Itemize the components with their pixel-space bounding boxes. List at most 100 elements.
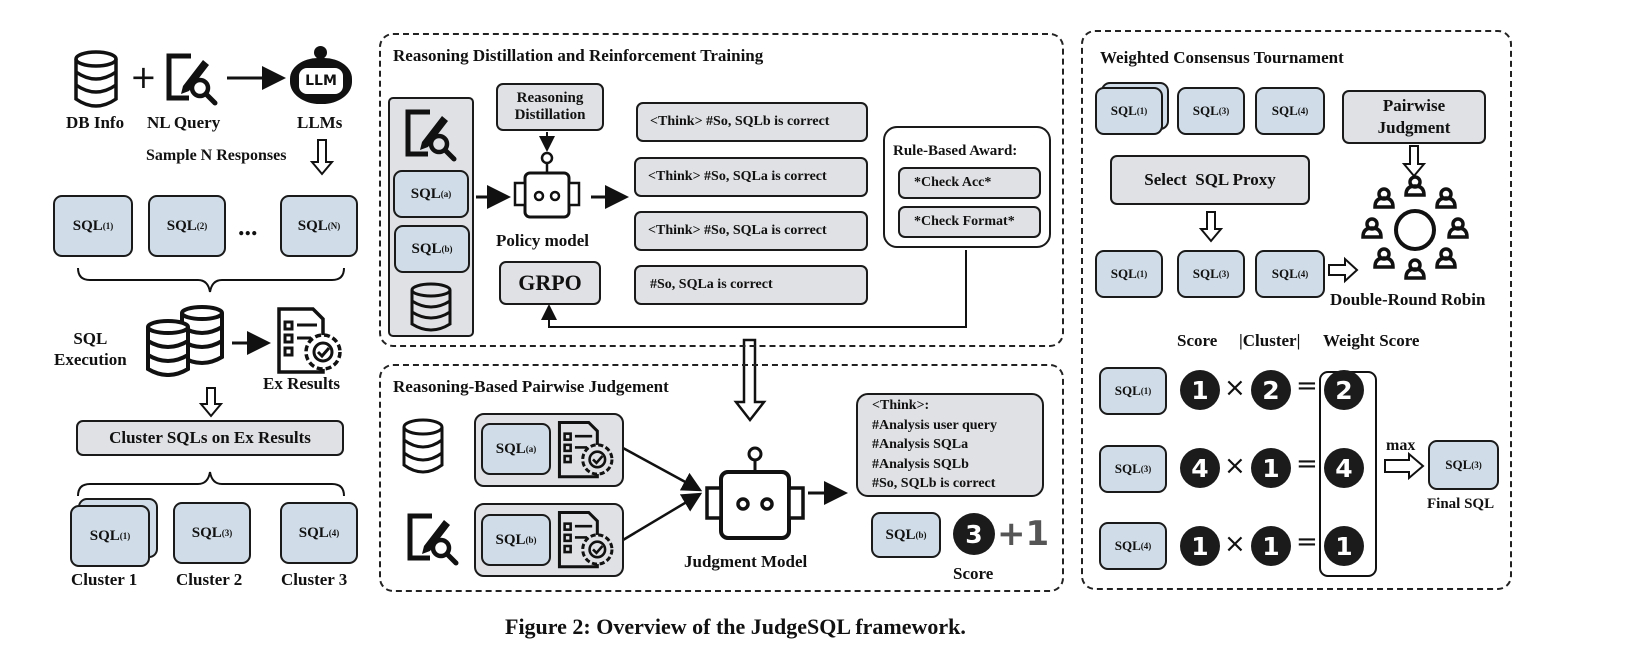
- equals-sign: =: [1296, 449, 1318, 479]
- training-output-1: <Think> #So, SQLb is correct: [636, 102, 868, 142]
- training-title: Reasoning Distillation and Reinforcement…: [393, 46, 764, 65]
- figure-caption: Figure 2: Overview of the JudgeSQL frame…: [505, 614, 966, 639]
- cluster-1-label: Cluster 1: [71, 570, 138, 589]
- think-line: #So, SQLb is correct: [872, 476, 996, 492]
- weight-score-circle: 1: [1324, 526, 1364, 566]
- brace-clusters: [77, 471, 345, 497]
- query-search-icon: [405, 109, 457, 162]
- score-value-circle: 1: [1180, 370, 1220, 410]
- nl-query-label: NL Query: [147, 113, 221, 132]
- judgement-title: Reasoning-Based Pairwise Judgement: [393, 377, 669, 396]
- times-sign: ×: [1224, 529, 1246, 559]
- select-proxy-box[interactable]: Select SQL Proxy: [1110, 155, 1310, 205]
- col-cluster-header: |Cluster|: [1239, 331, 1301, 350]
- cluster-1-sql[interactable]: SQL(1): [70, 505, 150, 567]
- pair-sql-a[interactable]: SQL(a): [481, 423, 551, 475]
- hollow-arrow-pairwise: [1401, 145, 1427, 178]
- execution-databases-icon: [146, 305, 224, 377]
- cluster-size-circle: 1: [1251, 448, 1291, 488]
- final-sql[interactable]: SQL(3): [1428, 440, 1499, 490]
- sample-sql-n[interactable]: SQL(N): [280, 195, 358, 257]
- award-check-acc: *Check Acc*: [898, 167, 1041, 199]
- hollow-arrow-max: [1384, 451, 1425, 481]
- pair-sql-b[interactable]: SQL(b): [481, 514, 551, 566]
- score-increment: +1: [997, 514, 1050, 554]
- policy-robot-icon: [513, 151, 581, 219]
- cluster-size-circle: 2: [1251, 370, 1291, 410]
- llms-label: LLMs: [297, 113, 343, 132]
- sample-label: Sample N Responses: [146, 147, 287, 164]
- llm-icon: LLM: [290, 46, 352, 104]
- ellipsis: ...: [238, 212, 258, 241]
- training-output-2: <Think> #So, SQLa is correct: [634, 157, 868, 197]
- cluster-2-label: Cluster 2: [176, 570, 243, 589]
- times-sign: ×: [1224, 451, 1246, 481]
- database-icon: [74, 50, 118, 108]
- feedback-line: [541, 250, 967, 328]
- hollow-arrow-proxy: [1198, 211, 1224, 243]
- candidate-sql-3[interactable]: SQL(3): [1177, 87, 1245, 135]
- score-row-sql-1[interactable]: SQL(1): [1099, 367, 1167, 415]
- cluster-2-sql[interactable]: SQL(3): [173, 502, 251, 564]
- equals-sign: =: [1296, 371, 1318, 401]
- training-output-4: #So, SQLa is correct: [634, 265, 868, 305]
- score-row-sql-3[interactable]: SQL(3): [1099, 445, 1167, 493]
- proxy-sql-3[interactable]: SQL(3): [1177, 250, 1245, 298]
- cluster-size-circle: 1: [1251, 526, 1291, 566]
- col-score-header: Score: [1177, 331, 1218, 350]
- judgement-section: [379, 364, 1064, 592]
- score-value-circle: 1: [1180, 526, 1220, 566]
- proxy-sql-1[interactable]: SQL(1): [1095, 250, 1163, 298]
- weight-score-circle: 4: [1324, 448, 1364, 488]
- equals-sign: =: [1296, 527, 1318, 557]
- db-info-label: DB Info: [66, 113, 125, 132]
- cluster-sqls-box: Cluster SQLs on Ex Results: [76, 420, 344, 456]
- training-output-3: <Think> #So, SQLa is correct: [634, 211, 868, 251]
- think-line: #Analysis user query: [872, 417, 997, 433]
- grpo-box[interactable]: GRPO: [499, 261, 601, 305]
- hollow-arrow-to-judge: [733, 338, 767, 423]
- policy-model-label: Policy model: [496, 231, 590, 250]
- cluster-3-label: Cluster 3: [281, 570, 348, 589]
- rule-award-title: Rule-Based Award:: [893, 143, 1018, 159]
- score-label: Score: [953, 564, 994, 583]
- ex-results-label: Ex Results: [263, 374, 340, 393]
- database-icon: [402, 418, 444, 474]
- weight-score-circle: 2: [1324, 370, 1364, 410]
- training-sql-b[interactable]: SQL(b): [394, 225, 470, 273]
- hollow-arrow-robin: [1328, 256, 1359, 284]
- candidate-sql-1[interactable]: SQL(1): [1095, 87, 1163, 135]
- cluster-3-sql[interactable]: SQL(4): [280, 502, 358, 564]
- result-check-doc-icon: [557, 510, 614, 569]
- training-section: [379, 33, 1064, 347]
- sample-sql-2[interactable]: SQL(2): [148, 195, 226, 257]
- proxy-sql-4[interactable]: SQL(4): [1255, 250, 1325, 298]
- think-line: #Analysis SQLb: [872, 456, 969, 472]
- hollow-arrow-sample: [309, 139, 335, 176]
- winner-sql-b[interactable]: SQL(b): [871, 512, 941, 558]
- score-circle: 3: [953, 513, 995, 555]
- training-sql-a[interactable]: SQL(a): [393, 170, 469, 218]
- score-row-sql-4[interactable]: SQL(4): [1099, 522, 1167, 570]
- think-output-box: <Think>: #Analysis user query #Analysis …: [856, 393, 1044, 497]
- think-line: #Analysis SQLa: [872, 437, 969, 453]
- hollow-arrow-cluster: [198, 387, 224, 418]
- sample-sql-1[interactable]: SQL(1): [53, 195, 133, 257]
- double-round-robin-label: Double-Round Robin: [1330, 290, 1486, 309]
- score-value-circle: 4: [1180, 448, 1220, 488]
- judgment-robot-icon: [705, 446, 805, 540]
- award-check-format: *Check Format*: [898, 206, 1041, 238]
- tournament-title: Weighted Consensus Tournament: [1100, 48, 1344, 67]
- query-search-icon: [407, 513, 459, 566]
- arrow-pair-a: [622, 446, 703, 492]
- think-line: <Think>:: [872, 398, 930, 414]
- ex-results-doc-icon: [277, 307, 342, 374]
- judgment-model-label: Judgment Model: [684, 552, 808, 571]
- result-check-doc-icon: [557, 420, 614, 479]
- times-sign: ×: [1224, 373, 1246, 403]
- candidate-sql-4[interactable]: SQL(4): [1255, 87, 1325, 135]
